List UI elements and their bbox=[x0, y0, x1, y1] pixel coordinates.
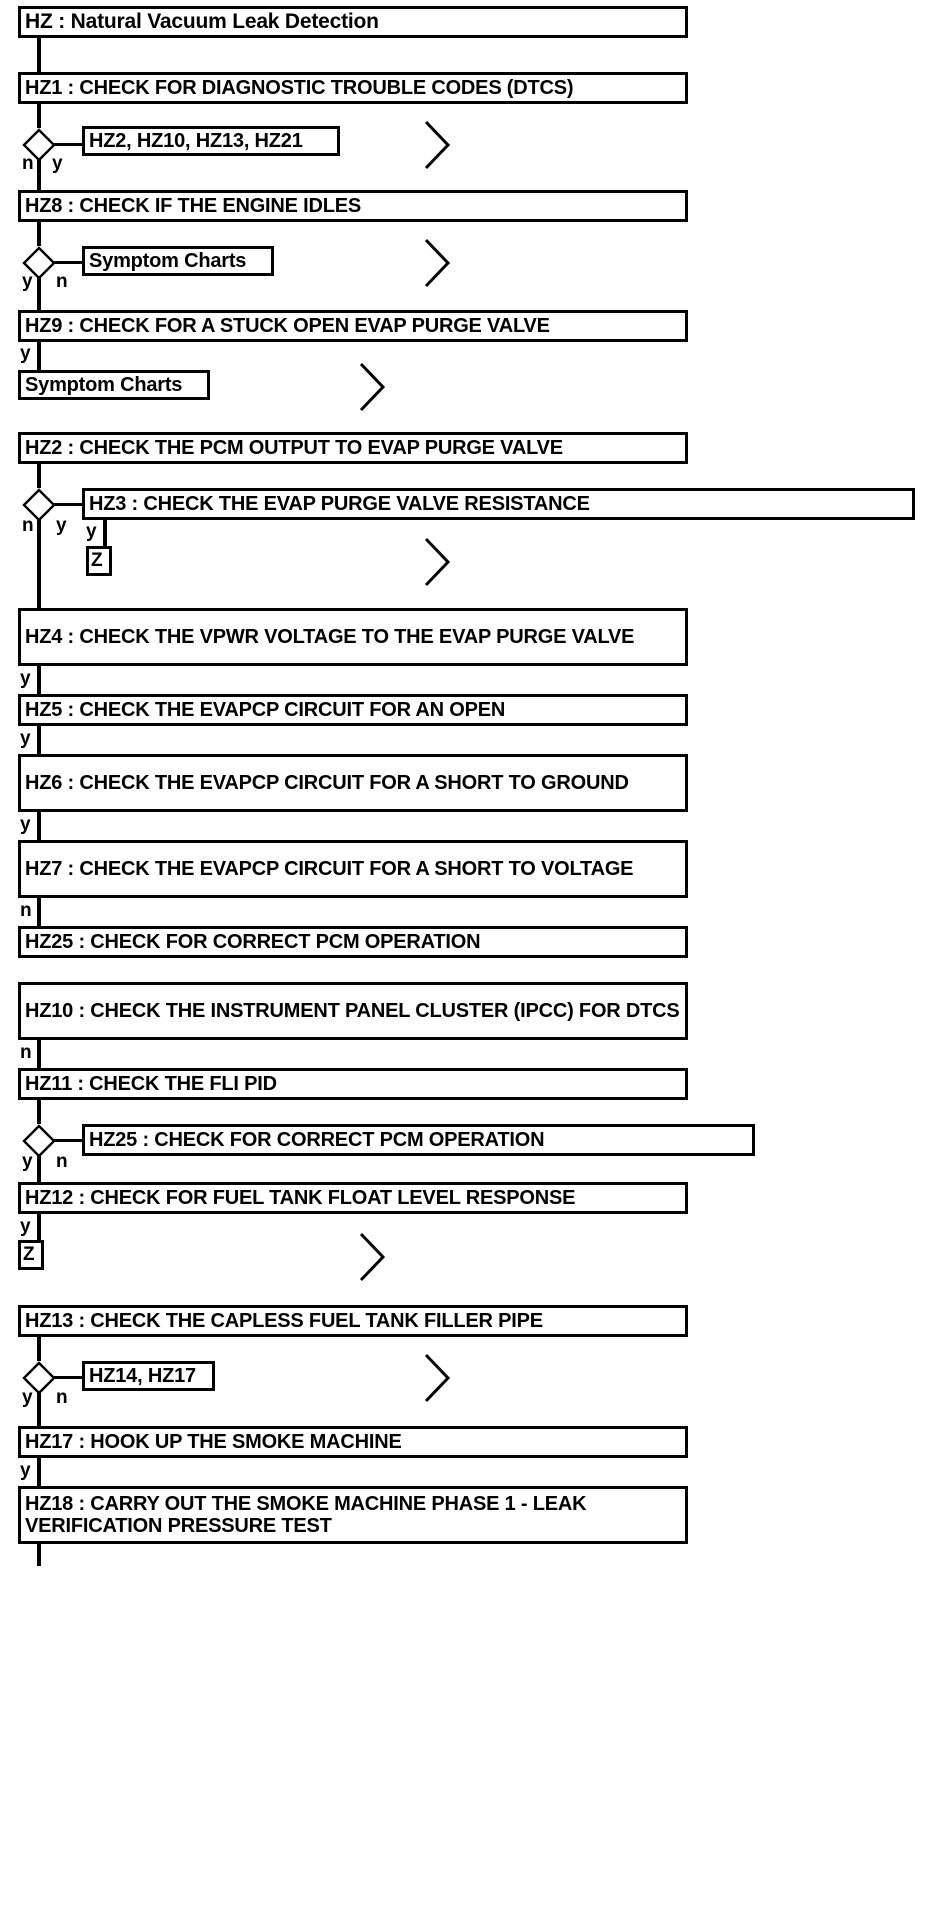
connector-decision2-no bbox=[54, 261, 84, 264]
goto-arrow-icon-2 bbox=[420, 236, 454, 290]
node-ref-symptom-charts-2[interactable]: Symptom Charts bbox=[18, 370, 210, 400]
goto-arrow-icon-6 bbox=[420, 1351, 454, 1405]
branch-label-d4-yes: y bbox=[22, 1151, 33, 1172]
node-hz8[interactable]: HZ8 : CHECK IF THE ENGINE IDLES bbox=[18, 190, 688, 222]
connector-hz4-down bbox=[37, 666, 41, 694]
connector-hz17-down bbox=[37, 1458, 41, 1486]
branch-label-hz17-yes: y bbox=[20, 1460, 31, 1481]
goto-arrow-icon-4 bbox=[420, 535, 454, 589]
node-hz13[interactable]: HZ13 : CHECK THE CAPLESS FUEL TANK FILLE… bbox=[18, 1305, 688, 1337]
node-ref-symptom-charts-1[interactable]: Symptom Charts bbox=[82, 246, 274, 276]
node-hz9[interactable]: HZ9 : CHECK FOR A STUCK OPEN EVAP PURGE … bbox=[18, 310, 688, 342]
node-hz4[interactable]: HZ4 : CHECK THE VPWR VOLTAGE TO THE EVAP… bbox=[18, 608, 688, 666]
connector-decision3-no-down bbox=[37, 520, 41, 610]
branch-label-d3-yes: y bbox=[56, 515, 67, 536]
branch-label-d5-no: n bbox=[56, 1387, 68, 1408]
branch-label-hz6-yes: y bbox=[20, 814, 31, 835]
connector-decision5-no bbox=[54, 1376, 84, 1379]
node-hz17[interactable]: HZ17 : HOOK UP THE SMOKE MACHINE bbox=[18, 1426, 688, 1458]
branch-label-d2-no: n bbox=[56, 271, 68, 292]
node-hz6[interactable]: HZ6 : CHECK THE EVAPCP CIRCUIT FOR A SHO… bbox=[18, 754, 688, 812]
connector-decision1-no-down bbox=[37, 158, 41, 194]
node-hz1[interactable]: HZ1 : CHECK FOR DIAGNOSTIC TROUBLE CODES… bbox=[18, 72, 688, 104]
branch-label-d2-yes: y bbox=[22, 271, 33, 292]
connector-hz12-to-z bbox=[37, 1214, 41, 1242]
connector-hz10-down bbox=[37, 1040, 41, 1068]
node-z-after-hz3[interactable]: Z bbox=[86, 546, 112, 576]
branch-label-d5-yes: y bbox=[22, 1387, 33, 1408]
connector-hz5-down bbox=[37, 726, 41, 754]
goto-arrow-icon-1 bbox=[420, 118, 454, 172]
node-hz10[interactable]: HZ10 : CHECK THE INSTRUMENT PANEL CLUSTE… bbox=[18, 982, 688, 1040]
branch-label-hz10-no: n bbox=[20, 1042, 32, 1063]
connector-hz3-to-z bbox=[103, 520, 107, 548]
branch-label-hz5-yes: y bbox=[20, 728, 31, 749]
node-hz3[interactable]: HZ3 : CHECK THE EVAP PURGE VALVE RESISTA… bbox=[82, 488, 915, 520]
node-ref-hz14-hz17[interactable]: HZ14, HZ17 bbox=[82, 1361, 215, 1391]
connector-decision4-no bbox=[54, 1139, 84, 1142]
node-ref-hz2-group[interactable]: HZ2, HZ10, HZ13, HZ21 bbox=[82, 126, 340, 156]
goto-arrow-icon-5 bbox=[355, 1230, 389, 1284]
node-z-after-hz12[interactable]: Z bbox=[18, 1240, 44, 1270]
branch-label-d4-no: n bbox=[56, 1151, 68, 1172]
connector-hz11-to-decision4 bbox=[37, 1100, 41, 1124]
connector-decision5-yes-down bbox=[37, 1391, 41, 1427]
connector-hz13-to-decision5 bbox=[37, 1337, 41, 1361]
node-hz25-a[interactable]: HZ25 : CHECK FOR CORRECT PCM OPERATION bbox=[18, 926, 688, 958]
branch-label-d3-no: n bbox=[22, 515, 34, 536]
connector-hz7-down bbox=[37, 898, 41, 926]
connector-title-to-hz1 bbox=[37, 38, 41, 74]
connector-hz8-to-decision2 bbox=[37, 222, 41, 246]
branch-label-hz3-yes: y bbox=[86, 521, 97, 542]
connector-decision4-yes-down bbox=[37, 1156, 41, 1184]
node-hz25-b[interactable]: HZ25 : CHECK FOR CORRECT PCM OPERATION bbox=[82, 1124, 755, 1156]
goto-arrow-icon-3 bbox=[355, 360, 389, 414]
node-hz2[interactable]: HZ2 : CHECK THE PCM OUTPUT TO EVAP PURGE… bbox=[18, 432, 688, 464]
branch-label-hz12-yes: y bbox=[20, 1216, 31, 1237]
connector-hz18-down bbox=[37, 1544, 41, 1566]
node-hz5[interactable]: HZ5 : CHECK THE EVAPCP CIRCUIT FOR AN OP… bbox=[18, 694, 688, 726]
connector-hz2-to-decision3 bbox=[37, 464, 41, 488]
connector-hz9-down bbox=[37, 342, 41, 372]
branch-label-d1-no: n bbox=[22, 153, 34, 174]
node-hz18[interactable]: HZ18 : CARRY OUT THE SMOKE MACHINE PHASE… bbox=[18, 1486, 688, 1544]
connector-hz1-to-decision1 bbox=[37, 104, 41, 128]
node-hz7[interactable]: HZ7 : CHECK THE EVAPCP CIRCUIT FOR A SHO… bbox=[18, 840, 688, 898]
connector-decision3-yes bbox=[54, 503, 84, 506]
connector-hz6-down bbox=[37, 812, 41, 840]
node-hz12[interactable]: HZ12 : CHECK FOR FUEL TANK FLOAT LEVEL R… bbox=[18, 1182, 688, 1214]
branch-label-hz9-yes: y bbox=[20, 343, 31, 364]
branch-label-d1-yes: y bbox=[52, 153, 63, 174]
connector-decision2-yes-down bbox=[37, 276, 41, 312]
branch-label-hz7-no: n bbox=[20, 900, 32, 921]
node-hz11[interactable]: HZ11 : CHECK THE FLI PID bbox=[18, 1068, 688, 1100]
connector-decision1-yes bbox=[54, 143, 84, 146]
branch-label-hz4-yes: y bbox=[20, 668, 31, 689]
node-title[interactable]: HZ : Natural Vacuum Leak Detection bbox=[18, 6, 688, 38]
